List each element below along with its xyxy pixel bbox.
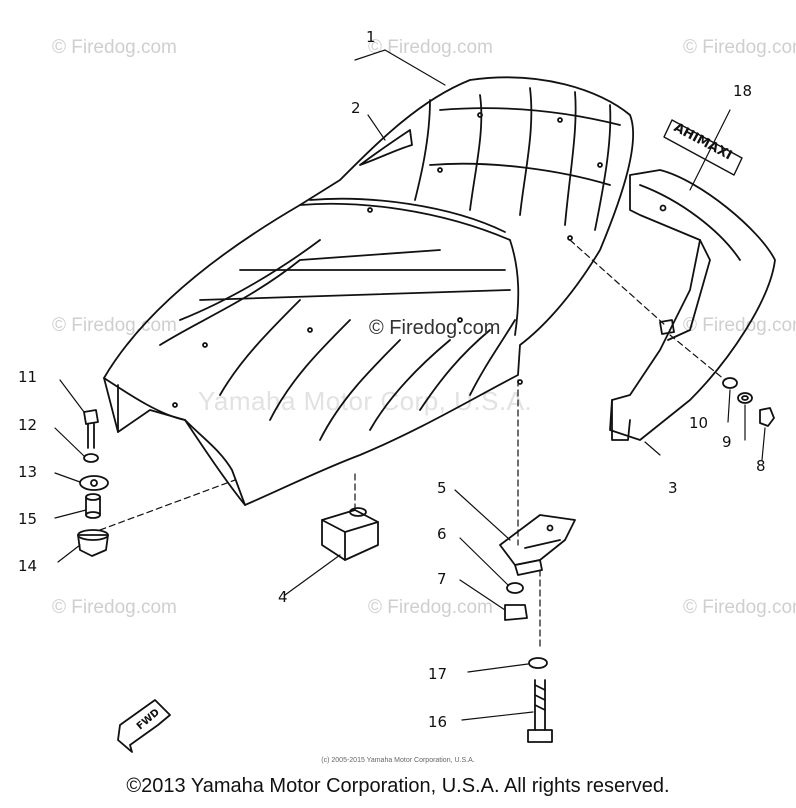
callout-2: 2 [351, 99, 361, 117]
callout-5: 5 [437, 479, 447, 497]
watermark-bottom-mid: © Firedog.com [368, 597, 493, 618]
watermark-mid-right: © Firedog.com [683, 315, 796, 336]
callout-13: 13 [18, 463, 38, 481]
watermark-top-left: © Firedog.com [52, 37, 177, 58]
spacer-15 [85, 493, 101, 519]
washer-6 [506, 582, 524, 594]
collar-13 [79, 475, 109, 491]
callout-6: 6 [437, 525, 447, 543]
watermark-yamaha: Yamaha Motor Corp, U.S.A. [198, 386, 533, 416]
callout-11: 11 [18, 368, 38, 386]
callout-4: 4 [278, 588, 288, 606]
grommet-14 [77, 529, 109, 557]
nut-8 [759, 407, 775, 427]
callout-18: 18 [733, 82, 753, 100]
callout-15: 15 [18, 510, 38, 528]
bolt-11 [83, 409, 99, 449]
watermark-bottom-left: © Firedog.com [52, 597, 177, 618]
callout-7: 7 [437, 570, 447, 588]
nut-7 [504, 604, 528, 621]
fine-print: (c) 2005-2015 Yamaha Motor Corporation, … [321, 757, 475, 764]
callout-12: 12 [18, 416, 38, 434]
forward-arrow-icon [117, 699, 171, 753]
mount-bracket [499, 514, 576, 576]
rubber-damper [321, 507, 379, 561]
decal-emblem [663, 119, 743, 176]
callout-10: 10 [689, 414, 709, 432]
seat-tail-cover [609, 169, 776, 441]
seat-assembly [103, 76, 635, 506]
watermark-center: © Firedog.com [369, 317, 501, 339]
bolt-16 [527, 679, 553, 743]
callout-8: 8 [756, 457, 766, 475]
callout-14: 14 [18, 557, 38, 575]
washer-17 [528, 657, 548, 669]
watermark-top-right: © Firedog.com [683, 37, 796, 58]
callout-16: 16 [428, 713, 448, 731]
watermark-top-mid: © Firedog.com [368, 37, 493, 58]
callout-3: 3 [668, 479, 678, 497]
callout-1: 1 [366, 28, 376, 46]
callout-9: 9 [722, 433, 732, 451]
washer-10 [722, 377, 738, 389]
washer-9 [737, 392, 753, 404]
leader-lines [54, 49, 766, 721]
washer-12 [83, 453, 99, 463]
watermark-mid-left: © Firedog.com [52, 315, 177, 336]
copyright-notice: ©2013 Yamaha Motor Corporation, U.S.A. A… [126, 775, 670, 797]
watermark-bottom-right: © Firedog.com [683, 597, 796, 618]
decal-text: AHIMAXI [671, 120, 734, 163]
callout-17: 17 [428, 665, 448, 683]
